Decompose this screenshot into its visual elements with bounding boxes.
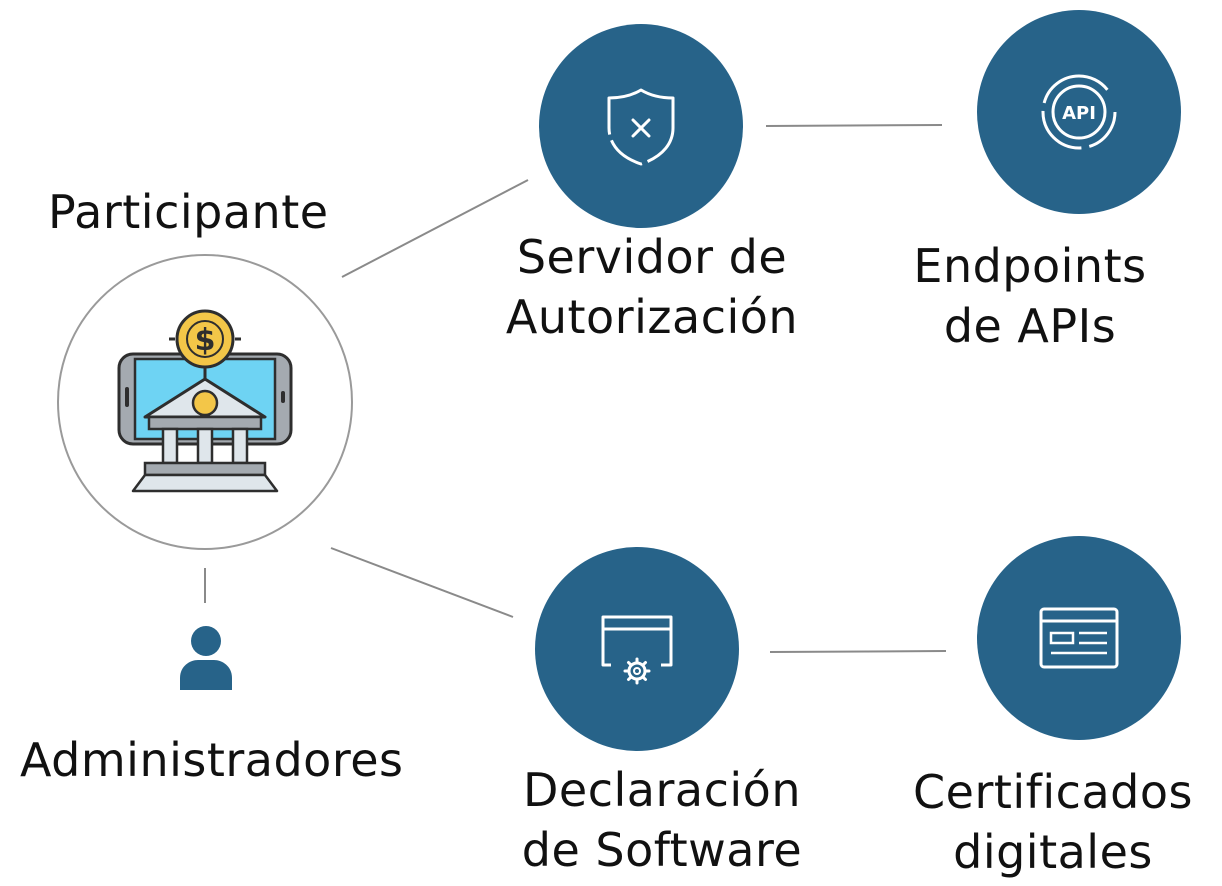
api-icon: API [1041, 74, 1117, 150]
shield-x-icon [607, 88, 675, 166]
auth-server-label-line-1: Servidor de [516, 230, 788, 284]
connector-participant-software [330, 547, 514, 618]
auth-server-label: Servidor de Autorización [492, 227, 812, 347]
auth-server-node[interactable] [539, 24, 743, 228]
api-endpoints-node[interactable]: API [977, 10, 1181, 214]
participant-node[interactable]: $ [57, 254, 353, 550]
software-statement-node[interactable] [535, 547, 739, 751]
certificates-label-line-2: digitales [953, 825, 1153, 879]
connector-participant-auth [341, 179, 529, 278]
connector-software-certificates [769, 650, 947, 653]
software-statement-label-line-1: Declaración [523, 763, 801, 817]
certificates-node[interactable] [977, 536, 1181, 740]
certificates-label: Certificados digitales [900, 762, 1206, 882]
administrators-label: Administradores [20, 733, 404, 787]
participant-label: Participante [48, 185, 329, 239]
connector-auth-api [765, 124, 943, 127]
bank-mobile-icon: $ [117, 309, 293, 493]
user-icon [180, 626, 232, 690]
api-endpoints-label-line-2: de APIs [943, 299, 1117, 353]
api-endpoints-label-line-1: Endpoints [913, 239, 1147, 293]
software-statement-label: Declaración de Software [497, 760, 827, 880]
certificate-card-icon [1039, 607, 1119, 669]
svg-text:API: API [1062, 103, 1096, 124]
auth-server-label-line-2: Autorización [505, 290, 799, 344]
software-statement-label-line-2: de Software [521, 823, 803, 877]
api-endpoints-label: Endpoints de APIs [890, 236, 1170, 356]
certificates-label-line-1: Certificados [913, 765, 1193, 819]
window-gear-icon [601, 615, 673, 685]
svg-text:$: $ [195, 323, 216, 358]
